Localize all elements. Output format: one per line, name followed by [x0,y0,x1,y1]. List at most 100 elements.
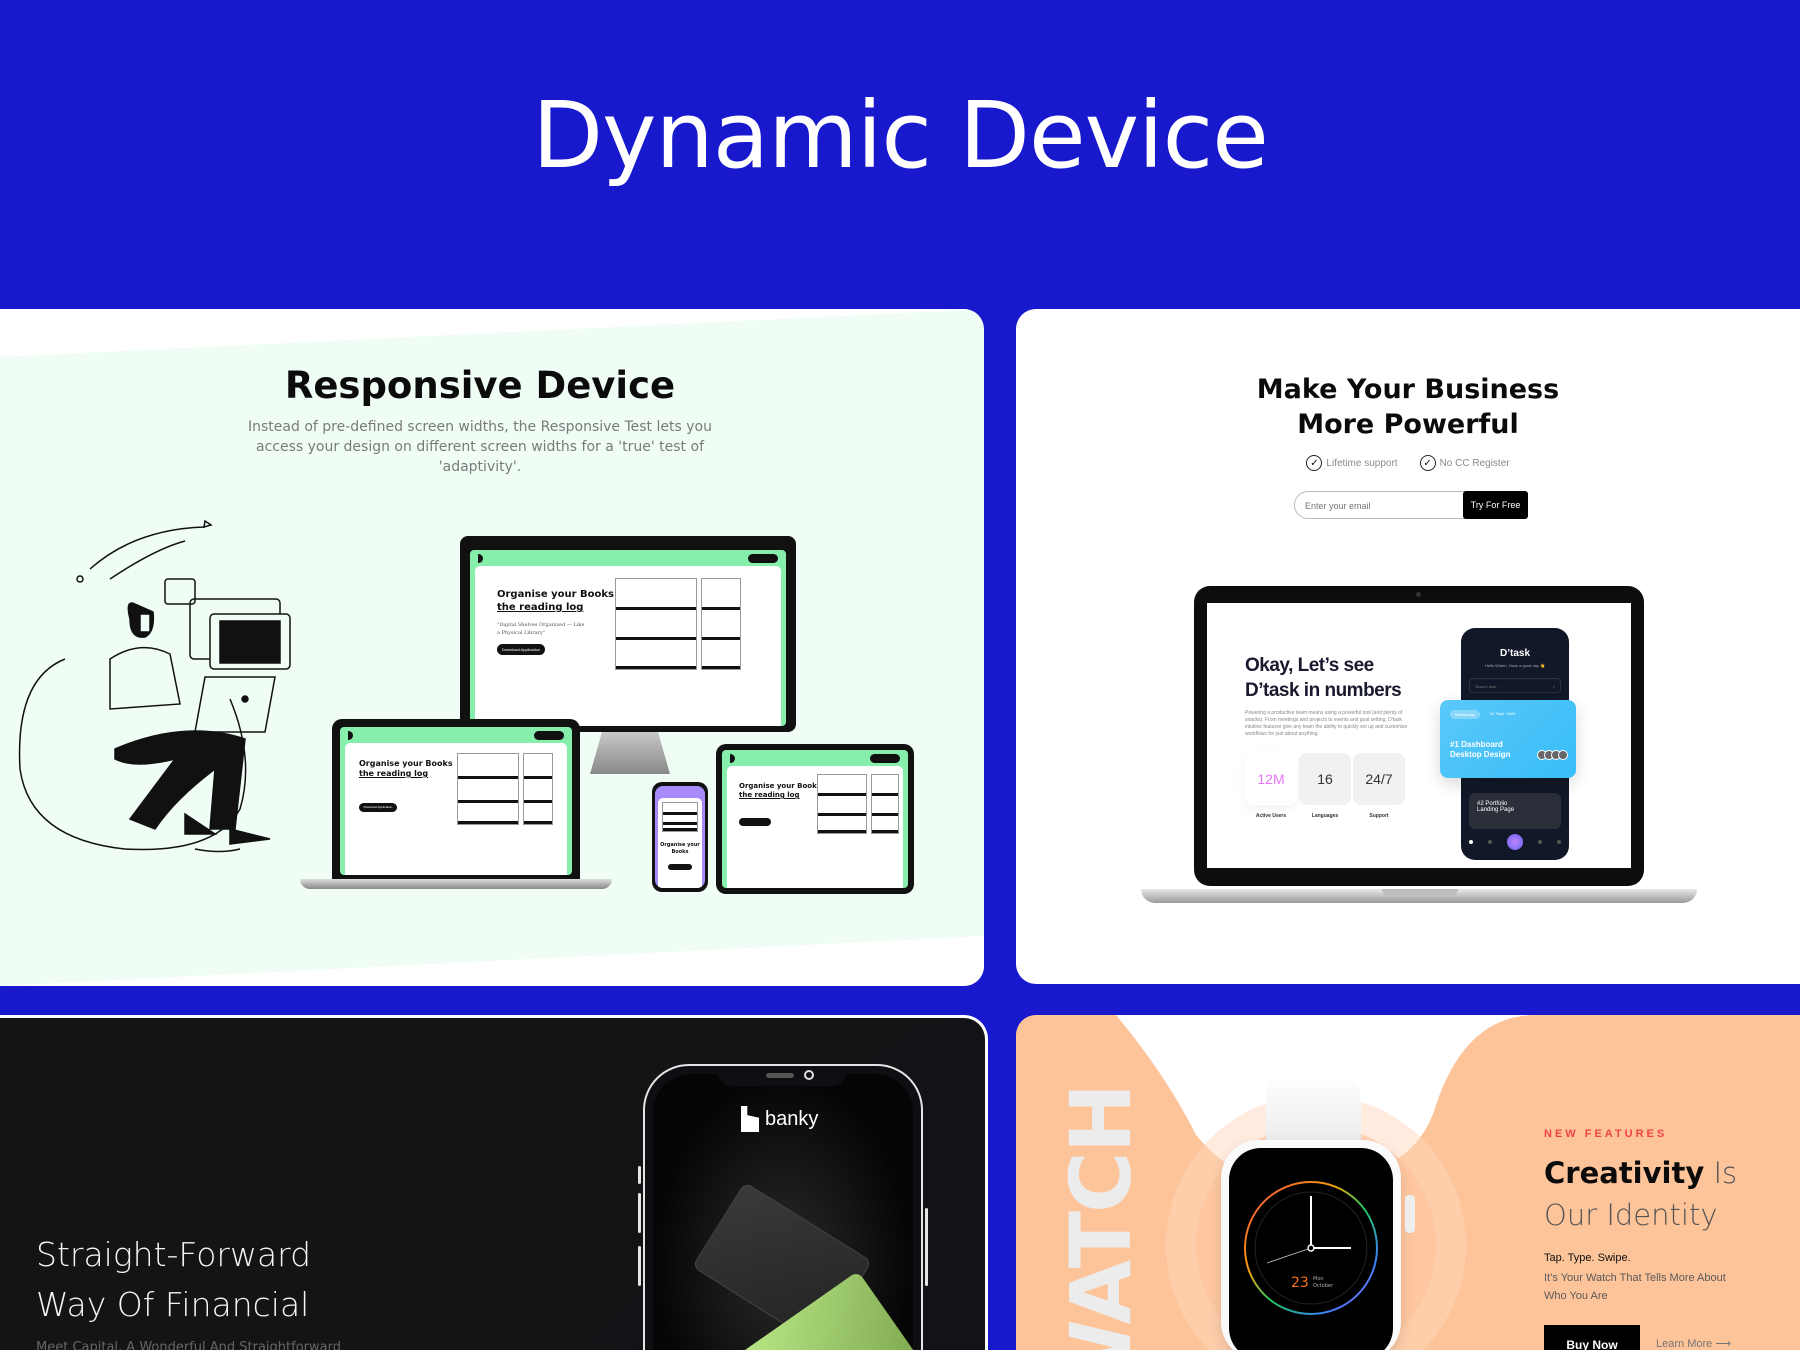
laptop-notch [1382,889,1458,895]
section-tag: NEW FEATURES [1544,1128,1668,1140]
feature-item: ✓Lifetime support [1306,455,1398,471]
watch-description: It’s Your Watch That Tells More About Wh… [1544,1272,1726,1302]
dtask-body: Powering a productive team means using a… [1245,710,1408,737]
bookshelf-illustration [701,578,741,670]
phone-side-button [638,1193,641,1233]
app-greeting: Hello Widen, Have a good day 👋 [1484,663,1546,668]
bookshelf-illustration [662,802,698,832]
nav-icon[interactable] [1538,840,1543,844]
search-task-input[interactable]: Search task ...⌕ [1469,678,1561,693]
feature-item: ✓No CC Register [1419,455,1510,471]
feature-checklist: ✓Lifetime support ✓No CC Register [1016,455,1800,471]
card-title: Straight-Forward Way Of Financial [36,1235,312,1324]
phone-screen: banky [653,1074,921,1350]
mockup-headline: Organise your Books [359,759,453,768]
tablet-mockup: Organise your Books the reading log [716,744,914,894]
card-title: Make Your Business More Powerful [1256,374,1560,440]
svg-text:23: 23 [1291,1275,1309,1291]
home-icon[interactable] [1468,840,1473,844]
brand-logo-icon [348,731,353,740]
check-circle-icon: ✓ [1306,455,1323,471]
mockup-headline-underlined: the reading log [739,791,800,799]
nav-icon[interactable] [1487,840,1492,844]
bookshelf-illustration [615,578,697,670]
responsive-device-card: Responsive Device Instead of pre-defined… [0,309,984,986]
phone-mockup: Organise your Books [652,782,708,892]
brand-logo-icon [730,754,735,763]
business-card: Make Your Business More Powerful ✓Lifeti… [1016,309,1800,984]
decor-wedge [0,309,984,357]
phone-side-button [925,1208,928,1286]
stat-card: 12M [1245,753,1297,805]
phone-side-button [638,1246,641,1286]
card-title: Creativity Is Our Identity [1544,1156,1738,1232]
avatar-group [1537,750,1568,760]
page-title: Dynamic Device [532,82,1269,189]
download-app-button[interactable]: Download Application [497,644,545,655]
bookshelf-illustration [817,774,867,834]
watch-card: WATCH 23 Mon October NEW FEATURES [1016,1015,1800,1350]
phone-notch [718,1066,846,1086]
desktop-monitor-mockup: Organise your Books the reading log "Dig… [460,536,796,732]
app-title: D’task [1499,648,1530,659]
mockup-quote: "Digital Shelves Organized — Like a Phys… [497,622,585,636]
stat-label: Active Users [1255,813,1287,819]
bookshelf-illustration [523,753,553,825]
smartwatch-mockup: 23 Mon October [1221,1140,1401,1350]
laptop-base [1141,889,1697,903]
get-started-button[interactable] [870,754,900,763]
mockup-headline: Organise your Books [497,589,614,600]
mockup-headline: Organise your Books [660,842,700,855]
mockup-headline-underlined: the reading log [359,769,429,778]
try-for-free-button[interactable]: Try For Free [1463,491,1528,519]
banky-logo: banky [741,1106,818,1132]
card-subtitle: Instead of pre-defined screen widths, th… [248,419,712,475]
profile-avatar[interactable] [1506,834,1523,850]
watch-tagline: Tap. Type. Swipe. [1544,1252,1631,1264]
svg-text:October: October [1313,1283,1334,1289]
get-started-button[interactable] [534,731,564,740]
card-title: Responsive Device [284,364,676,407]
banky-card: Straight-Forward Way Of Financial Meet C… [0,1015,988,1350]
laptop-screen: Okay, Let’s see D’task in numbers Poweri… [1207,603,1631,868]
brand-logo-icon [478,554,483,563]
phone-side-button [638,1166,641,1184]
monitor-stand [590,732,670,774]
email-input[interactable] [1305,497,1445,515]
camera-icon [804,1070,814,1080]
download-app-button[interactable]: Download Application [359,803,397,812]
camera-dot [1416,592,1421,597]
download-app-button[interactable] [739,818,771,826]
buy-now-button[interactable]: Buy Now [1544,1325,1640,1350]
analog-clock-icon: 23 Mon October [1244,1181,1378,1315]
featured-task-card[interactable]: Webdesign 24 Task · 64% #1 Dashboard Des… [1440,700,1576,778]
email-signup-form: Try For Free [1294,491,1528,519]
get-started-button[interactable] [748,554,778,563]
search-icon: ⌕ [1552,684,1555,689]
mockup-headline-underlined: the reading log [497,602,584,613]
banky-logo-icon [741,1106,759,1132]
laptop-base [300,879,612,889]
check-circle-icon: ✓ [1419,455,1436,471]
laptop-mockup: Okay, Let’s see D’task in numbers Poweri… [1194,586,1644,886]
download-app-button[interactable] [668,864,692,870]
stat-card: 24/7 [1353,753,1405,805]
mockup-headline: Organise your Books [739,782,821,790]
decor-wedge [0,936,984,986]
stat-label: Support [1369,813,1389,819]
learn-more-link[interactable]: Learn More ⟶ [1656,1338,1732,1350]
card-subtitle: Meet Capital, A Wonderful And Straightfo… [36,1340,341,1350]
stat-label: Languages [1311,813,1339,819]
svg-text:Mon: Mon [1313,1276,1324,1282]
laptop-mockup: Organise your Books the reading log Down… [332,719,580,879]
watch-vertical-word: WATCH [1052,1085,1150,1350]
user-icon[interactable] [1557,840,1562,844]
task-meta: 24 Task · 64% [1490,711,1516,716]
bookshelf-illustration [457,753,519,825]
app-bottom-nav [1461,834,1569,850]
dtask-headline: Okay, Let’s see D’task in numbers [1245,655,1402,701]
task-card[interactable]: #2 Portfolio Landing Page [1469,793,1561,829]
watch-crown [1405,1195,1415,1233]
stat-card: 16 [1299,753,1351,805]
